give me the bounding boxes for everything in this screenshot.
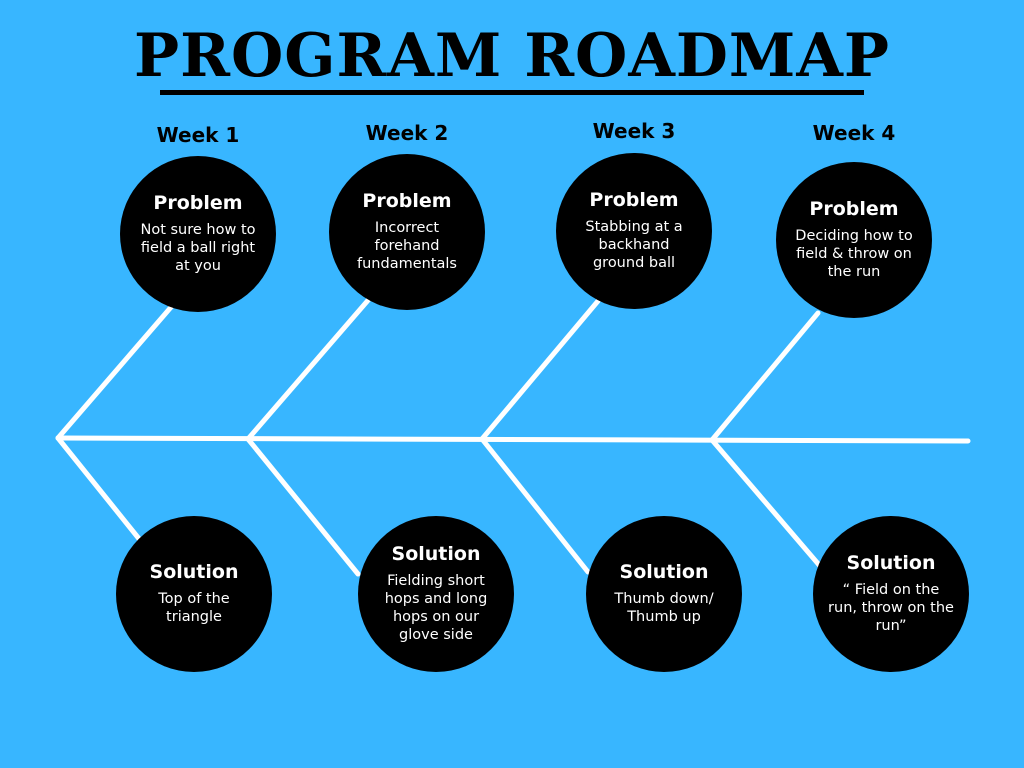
- page-title: PROGRAM ROADMAP: [133, 21, 890, 91]
- problem-heading: Problem: [153, 191, 243, 214]
- solution-heading: Solution: [149, 560, 239, 583]
- week-4-label: Week 4: [812, 121, 896, 145]
- week-2-solution-branch: [245, 436, 361, 577]
- solution-text: “ Field on the run, throw on the run”: [828, 581, 954, 634]
- week-4-problem-node: Problem Deciding how to field & throw on…: [776, 162, 932, 318]
- week-3-solution-node: Solution Thumb down/ Thumb up: [586, 516, 742, 672]
- solution-heading: Solution: [846, 551, 936, 574]
- problem-text: Not sure how to field a ball right at yo…: [140, 221, 256, 274]
- solution-heading: Solution: [391, 542, 481, 565]
- problem-text: Deciding how to field & throw on the run: [795, 227, 913, 280]
- week-3-label: Week 3: [592, 119, 676, 143]
- week-4-solution-branch: [709, 437, 823, 569]
- problem-heading: Problem: [809, 197, 899, 220]
- week-1-label: Week 1: [156, 123, 240, 147]
- problem-heading: Problem: [362, 189, 452, 212]
- week-2-label: Week 2: [365, 121, 449, 145]
- week-2-solution-node: Solution Fielding short hops and long ho…: [358, 516, 514, 672]
- week-1-problem-node: Problem Not sure how to field a ball rig…: [120, 156, 276, 312]
- week-1-solution-node: Solution Top of the triangle: [116, 516, 272, 672]
- week-1-solution-branch: [55, 435, 143, 543]
- solution-text: Fielding short hops and long hops on our…: [384, 572, 488, 643]
- week-3-problem-branch: [479, 298, 601, 442]
- week-3-solution-branch: [479, 436, 591, 575]
- week-2-problem-branch: [245, 295, 373, 442]
- week-3-problem-node: Problem Stabbing at a backhand ground ba…: [556, 153, 712, 309]
- solution-heading: Solution: [619, 560, 709, 583]
- week-4-problem-branch: [709, 310, 821, 443]
- problem-text: Incorrect forehand fundamentals: [357, 219, 457, 272]
- problem-heading: Problem: [589, 188, 679, 211]
- title-underline: [160, 90, 864, 95]
- solution-text: Top of the triangle: [158, 590, 230, 625]
- problem-text: Stabbing at a backhand ground ball: [585, 218, 683, 271]
- week-2-problem-node: Problem Incorrect forehand fundamentals: [329, 154, 485, 310]
- solution-text: Thumb down/ Thumb up: [614, 590, 714, 625]
- week-1-problem-branch: [55, 303, 175, 441]
- main-spine-line: [55, 435, 971, 444]
- week-4-solution-node: Solution “ Field on the run, throw on th…: [813, 516, 969, 672]
